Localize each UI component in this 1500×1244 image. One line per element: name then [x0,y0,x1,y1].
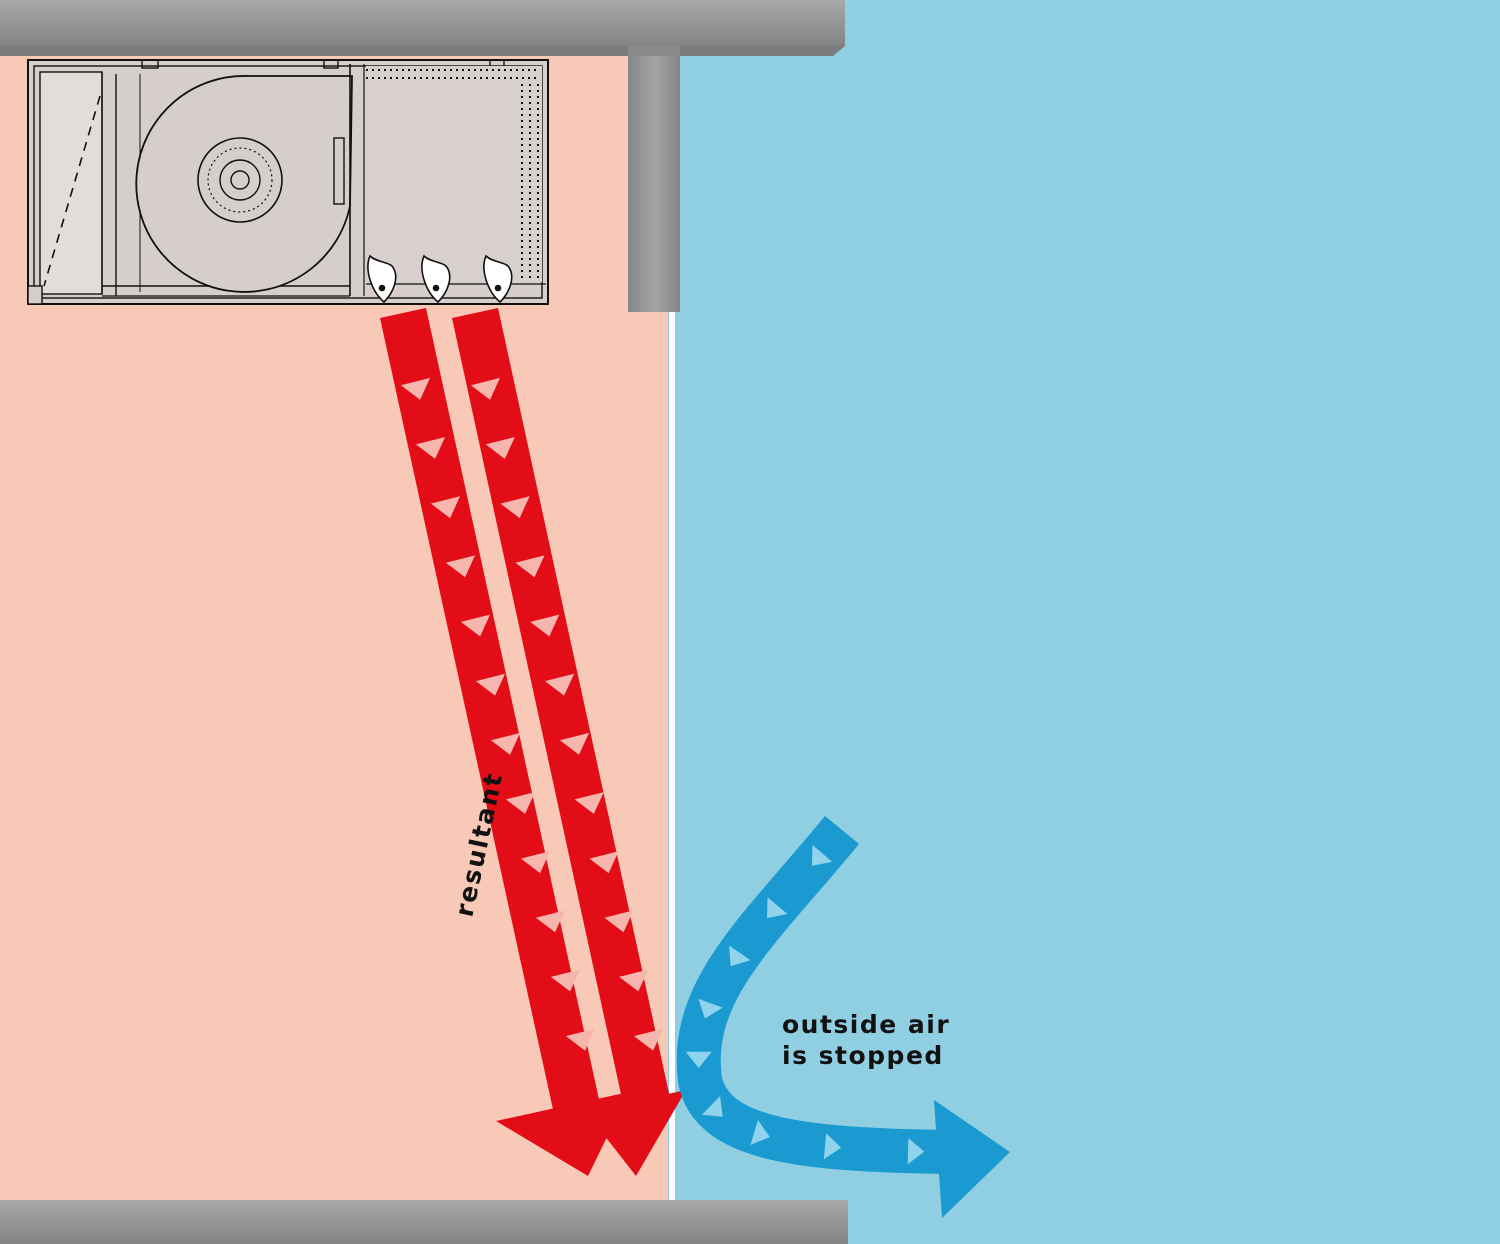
air-chevron [589,851,619,874]
air-chevron [530,614,560,637]
air-chevron [515,555,545,578]
warm-air-stream-right [452,308,686,1176]
air-chevron [520,851,550,874]
outside-air-label-line1: outside air [782,1010,950,1039]
air-chevron [430,496,460,519]
air-chevron [698,998,723,1019]
air-chevron [823,1133,842,1160]
air-chevron [415,437,445,459]
top-wall-shadow [0,46,845,56]
door-jamb-top [628,46,680,56]
air-chevron [685,1051,712,1068]
air-chevron [535,910,565,933]
air-chevron [475,673,505,696]
air-chevron [634,1028,664,1051]
air-chevron [729,945,751,967]
door-jamb [628,46,680,312]
air-chevron [500,496,530,519]
air-chevron [490,732,520,755]
air-chevron [550,969,580,992]
top-wall [0,0,845,46]
air-chevron [811,845,833,866]
air-chevron [907,1138,925,1165]
louver-vane-icon [367,254,513,304]
warm-air-arrowhead-right [586,1090,686,1176]
centrifugal-fan-icon [135,75,353,293]
outside-air-label-line2: is stopped [782,1041,944,1070]
bottom-wall [0,1200,848,1244]
air-chevron [545,673,575,696]
outside-air-arrowhead [934,1100,1010,1218]
air-chevron [604,910,634,933]
air-chevron [559,732,589,755]
air-chevron [619,969,649,992]
air-chevron [505,792,535,814]
air-chevron [750,1120,770,1145]
air-chevron [565,1028,595,1051]
air-chevron [400,377,430,400]
outside-air-stream [676,796,1010,1218]
air-curtain-unit-icon [27,59,549,305]
air-chevron [485,437,515,459]
air-chevron [470,377,500,400]
warm-air-shaft-left [380,308,600,1114]
outside-air-notch [822,796,866,830]
air-chevron [767,897,788,919]
air-chevron [702,1096,723,1117]
air-chevron [445,555,475,578]
building-walls [0,0,848,1244]
air-chevron [574,792,604,814]
air-chevron [460,614,490,637]
